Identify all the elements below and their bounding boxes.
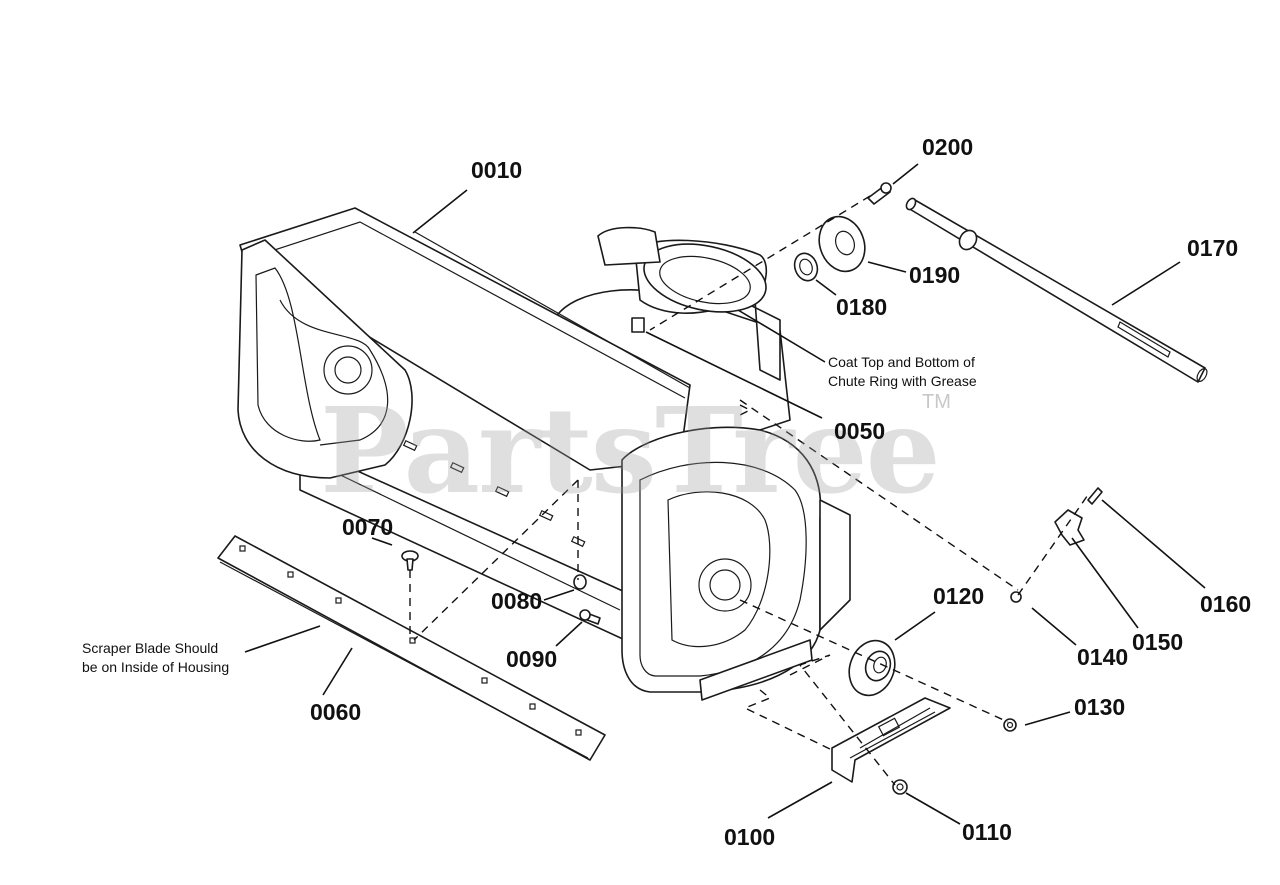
skid-shoe[interactable]	[831, 697, 951, 783]
part-label-0200[interactable]: 0200	[922, 134, 973, 160]
auger-shaft[interactable]	[905, 197, 1209, 383]
watermark-trademark: TM	[922, 391, 951, 413]
screw-0160[interactable]	[1087, 487, 1103, 505]
scraper-note-line-2: be on Inside of Housing	[82, 659, 229, 675]
shear-plate-0150[interactable]	[1054, 509, 1085, 546]
bolt-0090[interactable]	[579, 609, 601, 625]
bolt-0130[interactable]	[1003, 718, 1017, 732]
part-label-0170[interactable]: 0170	[1187, 235, 1238, 261]
leader-lines	[244, 163, 1206, 825]
bolt-0200[interactable]	[867, 182, 892, 205]
assembly-lines	[409, 195, 1091, 786]
carriage-bolt-0070[interactable]	[401, 550, 419, 571]
bearing[interactable]	[791, 250, 821, 284]
scraper-blade[interactable]	[217, 535, 606, 761]
nut-0110[interactable]	[892, 779, 908, 795]
part-label-0150[interactable]: 0150	[1132, 629, 1183, 655]
part-label-0070[interactable]: 0070	[342, 514, 393, 540]
scraper-note-line-1: Scraper Blade Should	[82, 640, 218, 656]
part-label-0110[interactable]: 0110	[962, 819, 1012, 845]
bearing-flange[interactable]	[812, 210, 872, 278]
auger-housing[interactable]	[237, 207, 851, 701]
part-label-0130[interactable]: 0130	[1074, 694, 1125, 720]
part-label-0010[interactable]: 0010	[471, 157, 522, 183]
part-label-0190[interactable]: 0190	[909, 262, 960, 288]
part-label-0120[interactable]: 0120	[933, 583, 984, 609]
part-label-0140[interactable]: 0140	[1077, 644, 1128, 670]
chute-note-line-1: Coat Top and Bottom of	[828, 354, 975, 370]
part-label-0060[interactable]: 0060	[310, 699, 361, 725]
flange-bearing[interactable]	[842, 634, 902, 702]
part-label-0090[interactable]: 0090	[506, 646, 557, 672]
part-label-0180[interactable]: 0180	[836, 294, 887, 320]
part-label-0160[interactable]: 0160	[1200, 591, 1251, 617]
part-label-0080[interactable]: 0080	[491, 588, 542, 614]
chute-note-line-2: Chute Ring with Grease	[828, 373, 977, 389]
watermark: PartsTree	[320, 381, 939, 520]
part-label-0050[interactable]: 0050	[834, 418, 885, 444]
part-label-0100[interactable]: 0100	[724, 824, 775, 850]
nut-0080[interactable]	[573, 574, 587, 590]
